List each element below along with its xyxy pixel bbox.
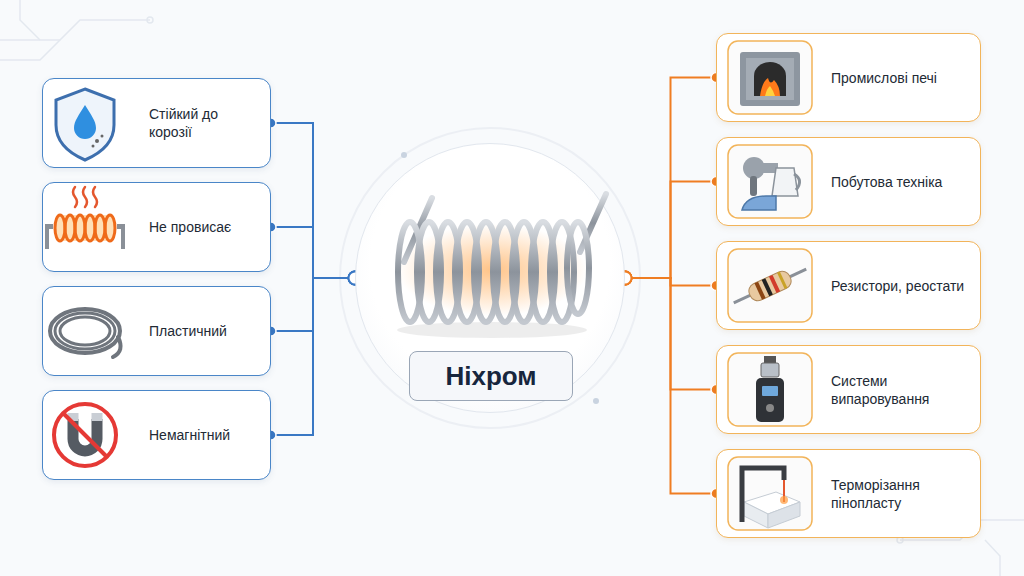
connector-line [271, 123, 355, 278]
box-text: Промислові печі [831, 69, 971, 87]
application-box: Терморізання пінопласту [716, 449, 981, 538]
connector-line [625, 278, 716, 494]
box-text: Резистори, реостати [831, 277, 971, 295]
circuit-lines [985, 540, 1000, 576]
connector-line [625, 182, 716, 279]
connector-line [271, 278, 355, 435]
application-box: Резистори, реостати [716, 241, 981, 330]
connector-line [271, 227, 355, 278]
property-box: Немагнітний [42, 390, 271, 480]
connector-line [625, 78, 716, 279]
box-text: Стійкий до корозії [149, 105, 221, 141]
circuit-lines [0, 40, 60, 60]
box-text: Пластичний [149, 322, 269, 340]
material-label: Ніхром [409, 351, 573, 401]
box-text: Терморізання пінопласту [831, 476, 951, 512]
circuit-lines [20, 0, 40, 40]
application-box: Системи випаровування [716, 345, 981, 434]
material-circle: Ніхром [355, 143, 625, 413]
application-box: Промислові печі [716, 33, 981, 122]
application-box: Побутова техніка [716, 137, 981, 226]
box-text: Побутова техніка [831, 173, 971, 191]
property-box: Не провисає [42, 182, 271, 272]
property-box: Стійкий до корозії [42, 78, 271, 168]
box-text: Системи випаровування [831, 372, 951, 408]
property-box: Пластичний [42, 286, 271, 376]
box-text: Не провисає [149, 218, 269, 236]
ring-dot [593, 398, 599, 404]
box-text: Немагнітний [149, 426, 269, 444]
circuit-lines [147, 17, 153, 23]
ring-dot [401, 152, 407, 158]
outer-ring [340, 128, 640, 428]
